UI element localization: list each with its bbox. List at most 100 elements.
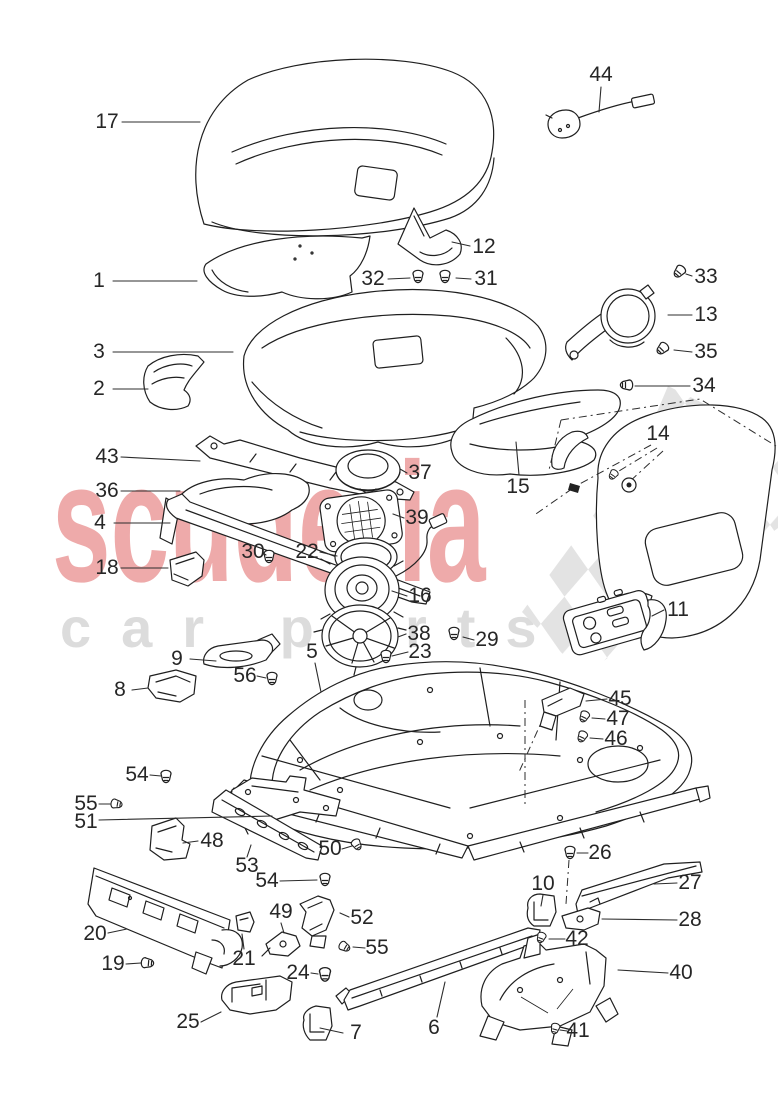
part-38-fan-bracket [313, 604, 407, 676]
part-label-3[interactable]: 3 [93, 340, 105, 363]
part-label-54[interactable]: 54 [125, 763, 149, 786]
part-label-19[interactable]: 19 [101, 952, 125, 975]
part-label-18[interactable]: 18 [95, 556, 119, 579]
part-label-9[interactable]: 9 [171, 647, 183, 670]
part-label-25[interactable]: 25 [176, 1010, 200, 1033]
part-13-clamp-ring [565, 284, 656, 361]
part-8-clip [147, 669, 197, 703]
part-label-10[interactable]: 10 [531, 872, 555, 895]
screw-35 [653, 340, 671, 358]
part-3-seat-cushion [242, 288, 547, 448]
part-label-46[interactable]: 46 [604, 727, 628, 750]
part-label-22[interactable]: 22 [295, 540, 319, 563]
part-1-bolster-cover [203, 235, 371, 300]
part-40-rail-bracket [479, 933, 619, 1047]
part-14-side-panel [532, 398, 777, 639]
part-label-1[interactable]: 1 [93, 269, 105, 292]
part-label-28[interactable]: 28 [678, 908, 702, 931]
part-label-31[interactable]: 31 [474, 267, 498, 290]
part-label-15[interactable]: 15 [506, 475, 530, 498]
part-12-bracket [397, 207, 462, 266]
screw-54-lower [319, 872, 331, 887]
part-label-7[interactable]: 7 [350, 1021, 362, 1044]
part-label-6[interactable]: 6 [428, 1016, 440, 1039]
part-label-21[interactable]: 21 [232, 947, 256, 970]
part-label-56[interactable]: 56 [233, 664, 257, 687]
part-37-speaker-ring [335, 449, 401, 495]
part-label-26[interactable]: 26 [588, 841, 612, 864]
part-label-16[interactable]: 16 [408, 584, 432, 607]
part-10-clip [526, 859, 570, 927]
screw-55-lower [336, 939, 353, 954]
part-48-clip [149, 817, 191, 861]
part-label-23[interactable]: 23 [408, 640, 432, 663]
part-label-5[interactable]: 5 [306, 640, 318, 663]
part-label-33[interactable]: 33 [694, 265, 718, 288]
part-label-39[interactable]: 39 [405, 506, 429, 529]
part-16-speaker [320, 513, 448, 624]
part-17-top-cushion [195, 58, 495, 237]
part-label-43[interactable]: 43 [95, 445, 119, 468]
screw-26 [564, 845, 576, 860]
part-label-11[interactable]: 11 [667, 598, 689, 621]
screw-32 [412, 269, 424, 284]
part-label-45[interactable]: 45 [608, 687, 632, 710]
part-11-seat-switch [562, 588, 667, 656]
part-label-52[interactable]: 52 [350, 906, 374, 929]
part-label-36[interactable]: 36 [95, 479, 119, 502]
part-20-crossmember [87, 867, 243, 975]
part-label-30[interactable]: 30 [241, 540, 265, 563]
part-label-35[interactable]: 35 [694, 340, 718, 363]
part-label-55[interactable]: 55 [74, 792, 98, 815]
part-label-42[interactable]: 42 [565, 927, 589, 950]
part-label-8[interactable]: 8 [114, 678, 126, 701]
part-7-cap [302, 1005, 333, 1041]
screw-33 [670, 263, 688, 281]
part-label-49[interactable]: 49 [269, 900, 293, 923]
part-label-32[interactable]: 32 [361, 267, 385, 290]
part-45-bracket [518, 687, 585, 806]
part-9-release-handle [203, 633, 281, 669]
part-label-34[interactable]: 34 [692, 374, 716, 397]
screw-54-upper [160, 769, 172, 784]
screw-34 [619, 379, 634, 391]
part-label-17[interactable]: 17 [95, 110, 119, 133]
part-label-13[interactable]: 13 [694, 303, 718, 326]
screw-56 [266, 671, 278, 686]
part-label-53[interactable]: 53 [235, 854, 259, 877]
part-label-27[interactable]: 27 [678, 871, 702, 894]
part-label-14[interactable]: 14 [646, 422, 670, 445]
part-label-24[interactable]: 24 [286, 961, 310, 984]
part-label-12[interactable]: 12 [472, 235, 496, 258]
screw-24 [318, 966, 332, 982]
part-52-bracket [299, 895, 335, 949]
part-label-38[interactable]: 38 [407, 622, 431, 645]
part-label-41[interactable]: 41 [566, 1019, 590, 1042]
part-label-55[interactable]: 55 [365, 936, 389, 959]
part-label-48[interactable]: 48 [200, 829, 224, 852]
screw-55-upper [109, 797, 124, 810]
screw-29 [448, 626, 460, 641]
part-label-50[interactable]: 50 [318, 837, 342, 860]
part-49-bracket [261, 931, 301, 957]
part-label-40[interactable]: 40 [669, 961, 693, 984]
part-label-47[interactable]: 47 [606, 707, 630, 730]
part-28-plate [561, 907, 601, 931]
part-label-44[interactable]: 44 [589, 63, 613, 86]
part-21-clip [235, 911, 255, 933]
part-label-29[interactable]: 29 [475, 628, 499, 651]
screw-31 [439, 269, 451, 284]
part-25-cover [221, 975, 293, 1015]
part-53-rail [211, 789, 323, 861]
part-label-20[interactable]: 20 [83, 922, 107, 945]
part-2-trim [143, 353, 205, 411]
part-39-speaker-grille [319, 489, 403, 553]
screw-23 [380, 649, 392, 664]
part-label-2[interactable]: 2 [93, 377, 105, 400]
part-label-51[interactable]: 51 [74, 810, 98, 833]
part-label-54[interactable]: 54 [255, 869, 279, 892]
part-label-4[interactable]: 4 [94, 511, 106, 534]
part-label-37[interactable]: 37 [408, 461, 432, 484]
